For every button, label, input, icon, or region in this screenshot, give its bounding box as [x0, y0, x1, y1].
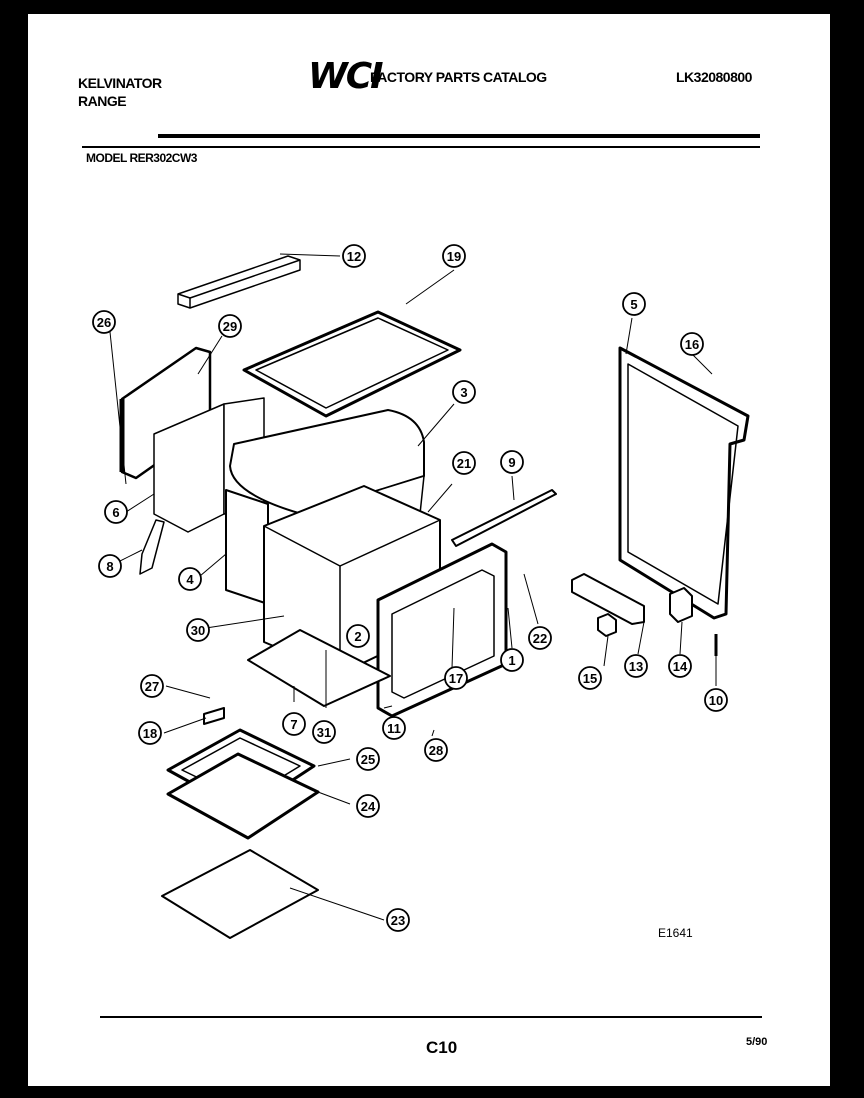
part-side-insulation [225, 489, 269, 605]
revision-date: 5/90 [746, 1036, 768, 1048]
brand-name: KELVINATOR [78, 75, 162, 91]
callout-15: 15 [578, 666, 602, 690]
product-type: RANGE [78, 93, 127, 109]
callout-1: 1 [500, 648, 524, 672]
callout-17: 17 [444, 666, 468, 690]
svg-text:31: 31 [317, 725, 331, 740]
svg-text:21: 21 [457, 456, 471, 471]
part-side-panel [618, 346, 750, 620]
callout-18: 18 [138, 721, 162, 745]
leader-lines [109, 253, 717, 921]
callout-25: 25 [356, 747, 380, 771]
svg-text:10: 10 [709, 693, 723, 708]
callout-23: 23 [386, 908, 410, 932]
callout-2: 2 [346, 624, 370, 648]
wci-logo: WCI [308, 56, 384, 97]
svg-text:18: 18 [143, 726, 157, 741]
svg-text:1: 1 [508, 653, 515, 668]
part-hinge [669, 587, 693, 623]
svg-text:6: 6 [112, 505, 119, 520]
callout-12: 12 [342, 244, 366, 268]
svg-text:4: 4 [186, 572, 194, 587]
callout-22: 22 [528, 626, 552, 650]
callout-3: 3 [452, 380, 476, 404]
svg-text:14: 14 [673, 659, 688, 674]
callout-26: 26 [92, 310, 116, 334]
callout-9: 9 [500, 450, 524, 474]
svg-text:17: 17 [449, 671, 463, 686]
header-rule-thick [158, 134, 760, 138]
part-rod [451, 489, 557, 547]
callout-31: 31 [312, 720, 336, 744]
svg-text:11: 11 [387, 721, 401, 736]
svg-text:8: 8 [106, 559, 113, 574]
callout-10: 10 [704, 688, 728, 712]
svg-text:12: 12 [347, 249, 361, 264]
part-rack-bracket [203, 707, 225, 725]
svg-text:15: 15 [583, 671, 597, 686]
svg-text:9: 9 [508, 455, 515, 470]
catalog-part-number: LK32080800 [676, 69, 752, 85]
part-bottom-panel [247, 629, 391, 707]
callout-11: 11 [382, 716, 406, 740]
callout-4: 4 [178, 567, 202, 591]
svg-text:26: 26 [97, 315, 111, 330]
callout-29: 29 [218, 314, 242, 338]
callout-7: 7 [282, 712, 306, 736]
svg-text:2: 2 [354, 629, 361, 644]
part-top-trim [177, 255, 301, 309]
svg-text:5: 5 [630, 297, 637, 312]
svg-text:3: 3 [460, 385, 467, 400]
svg-text:23: 23 [391, 913, 405, 928]
part-oven-rack [161, 849, 319, 939]
callout-21: 21 [452, 451, 476, 475]
catalog-page: KELVINATOR RANGE WCI FACTORY PARTS CATAL… [28, 14, 830, 1086]
svg-text:13: 13 [629, 659, 643, 674]
svg-text:25: 25 [361, 752, 375, 767]
header-rule-thin [82, 146, 760, 148]
svg-text:19: 19 [447, 249, 461, 264]
callout-14: 14 [668, 654, 692, 678]
svg-text:27: 27 [145, 679, 159, 694]
callout-16: 16 [680, 332, 704, 356]
brand-block: KELVINATOR RANGE [78, 74, 162, 110]
part-switch [597, 613, 617, 637]
part-cooktop-frame [242, 310, 462, 418]
svg-text:30: 30 [191, 623, 205, 638]
exploded-parts-diagram: 12 19 26 29 3 5 16 9 21 6 8 4 2 1 22 30 … [92, 244, 750, 939]
model-number: MODEL RER302CW3 [86, 151, 197, 165]
page-number: C10 [426, 1038, 458, 1057]
callout-8: 8 [98, 554, 122, 578]
callout-24: 24 [356, 794, 380, 818]
svg-text:29: 29 [223, 319, 237, 334]
svg-text:16: 16 [685, 337, 699, 352]
callout-6: 6 [104, 500, 128, 524]
footer-rule [100, 1016, 762, 1018]
svg-text:28: 28 [429, 743, 443, 758]
callout-28: 28 [424, 738, 448, 762]
callout-30: 30 [186, 618, 210, 642]
callout-5: 5 [622, 292, 646, 316]
svg-text:24: 24 [361, 799, 376, 814]
part-small-bracket [139, 519, 165, 575]
callout-13: 13 [624, 654, 648, 678]
callout-19: 19 [442, 244, 466, 268]
diagram-id: E1641 [658, 926, 693, 940]
svg-text:7: 7 [290, 717, 297, 732]
callout-27: 27 [140, 674, 164, 698]
catalog-title: FACTORY PARTS CATALOG [370, 69, 547, 85]
svg-text:22: 22 [533, 631, 547, 646]
